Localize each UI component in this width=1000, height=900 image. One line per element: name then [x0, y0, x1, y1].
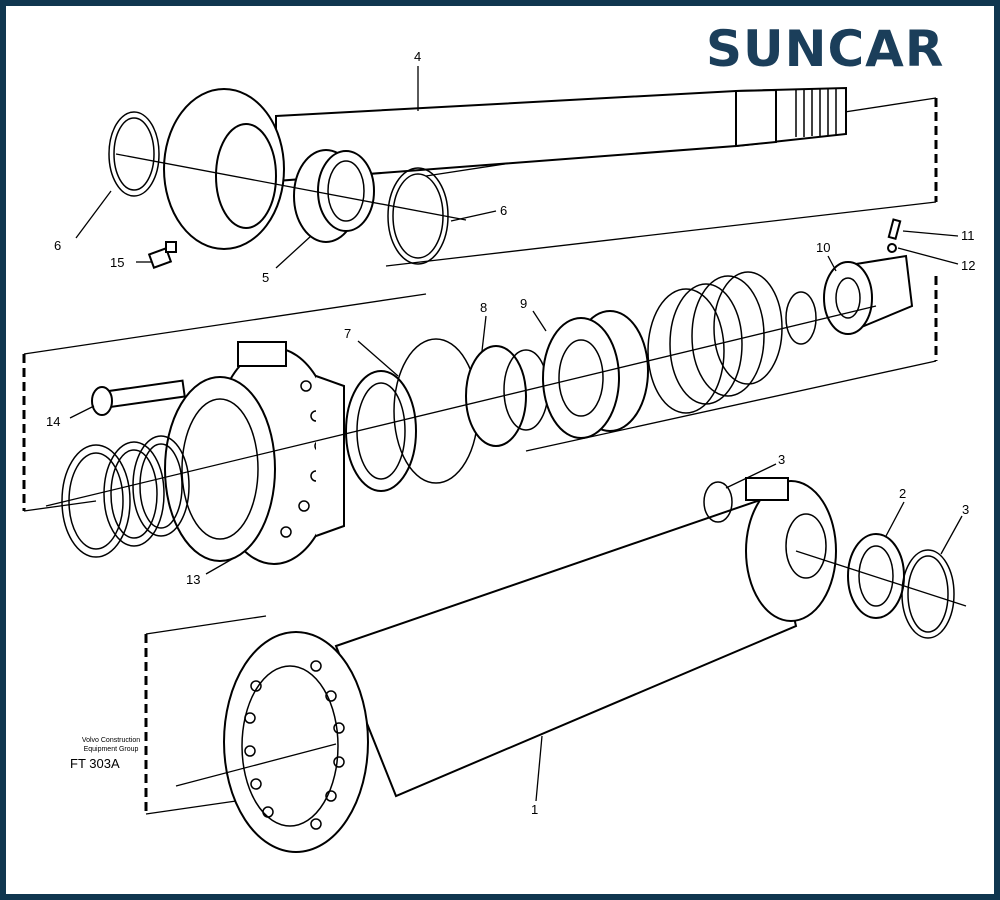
callout-8: 8 — [480, 300, 487, 315]
cylinder-tube — [223, 477, 837, 853]
eye-bushing — [847, 533, 905, 619]
rod-bushing — [293, 149, 375, 243]
head-bolt — [91, 379, 186, 416]
centerline-axes — [45, 153, 967, 787]
source-label-line1: Volvo Construction — [81, 737, 141, 744]
lock-ball — [887, 243, 897, 253]
callout-2: 2 — [899, 486, 906, 501]
callout-14: 14 — [46, 414, 60, 429]
callout-11: 11 — [961, 228, 975, 243]
leader-lines — [69, 66, 963, 802]
callout-labels: 4 6 6 5 15 7 8 9 10 11 12 13 14 3 2 3 1 — [46, 49, 975, 817]
grease-nipple — [147, 241, 177, 269]
o-ring — [785, 291, 817, 345]
callout-3-rear: 3 — [778, 452, 785, 467]
callout-12: 12 — [961, 258, 975, 273]
callout-10: 10 — [816, 240, 830, 255]
piston-seal-set — [647, 271, 783, 414]
source-label: Volvo Construction Equipment Group — [66, 736, 156, 754]
figure-code: FT 303A — [70, 756, 120, 771]
callout-4: 4 — [414, 49, 421, 64]
callout-13: 13 — [186, 572, 200, 587]
callout-5: 5 — [262, 270, 269, 285]
head-seal-stack — [61, 435, 190, 558]
seal-sleeve — [393, 338, 549, 484]
exploded-view-drawing: 4 6 6 5 15 7 8 9 10 11 12 13 14 3 2 3 1 — [22, 49, 975, 853]
callout-6-right: 6 — [500, 203, 507, 218]
retaining-ring-right — [387, 167, 449, 265]
callout-1: 1 — [531, 802, 538, 817]
set-screw — [887, 218, 902, 240]
cylinder-head — [164, 341, 345, 565]
piston-rod — [163, 86, 847, 250]
piston-nut — [823, 254, 914, 335]
source-label-line2: Equipment Group — [83, 746, 139, 753]
panel-outline-cylinder — [144, 615, 267, 815]
guide-ring — [345, 370, 417, 492]
piston — [542, 310, 649, 439]
callout-6-left: 6 — [54, 238, 61, 253]
callout-15: 15 — [110, 255, 124, 270]
panel-outline-piston — [22, 276, 938, 512]
eye-retaining-ring-rear — [703, 481, 733, 523]
brand-logo: SUNCAR — [706, 20, 944, 78]
eye-retaining-ring-front — [901, 549, 955, 639]
retaining-ring-left — [108, 111, 160, 197]
brand-logo-text: SUNCAR — [706, 20, 945, 78]
callout-9: 9 — [520, 296, 527, 311]
callout-3-front: 3 — [962, 502, 969, 517]
callout-7: 7 — [344, 326, 351, 341]
